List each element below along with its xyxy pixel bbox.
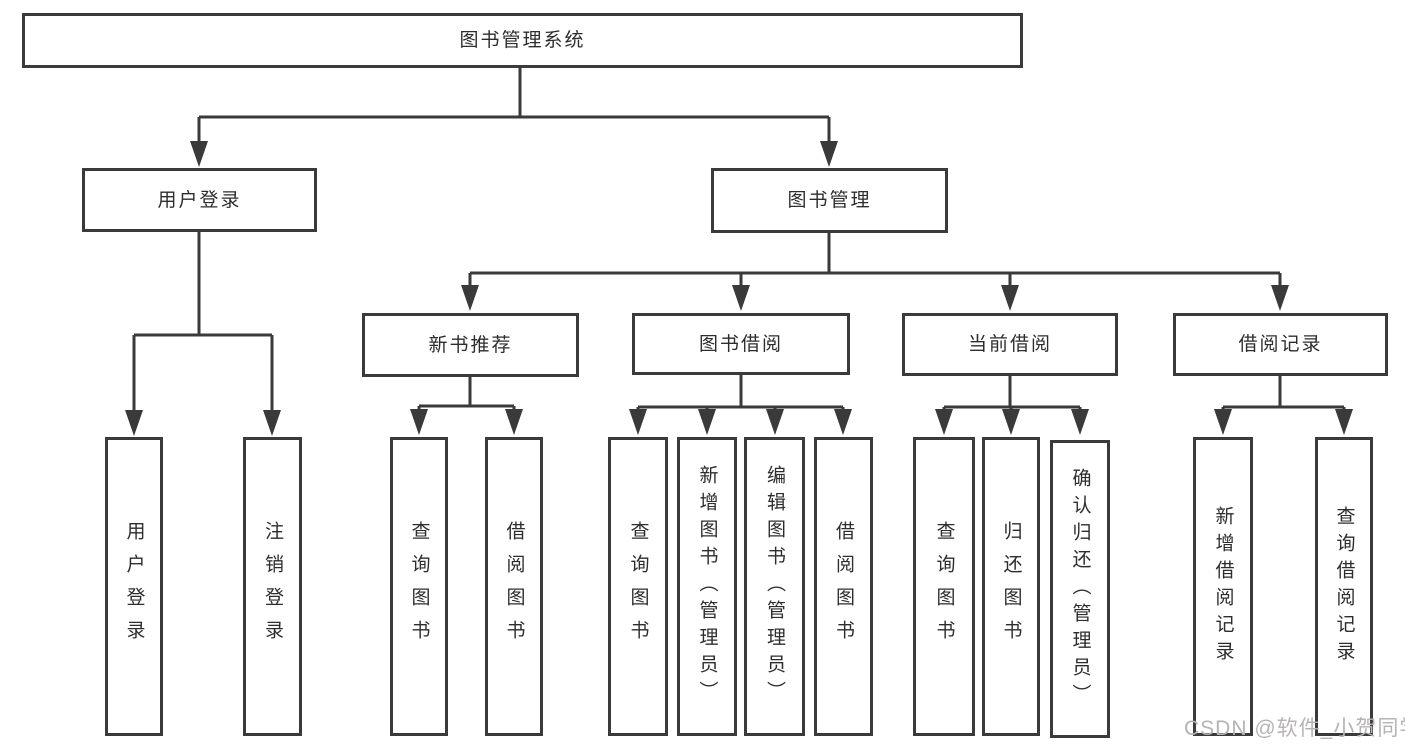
leaf-borrow-query-books-label: 查询图书 [627, 520, 649, 653]
leaf-logout-login: 注销登录 [243, 437, 302, 736]
leaf-current-return-books-label: 归还图书 [1000, 520, 1022, 653]
leaf-user-login-label: 用户登录 [123, 520, 145, 653]
node-library-management-system: 图书管理系统 [22, 13, 1023, 68]
leaf-records-query-borrow-record: 查询借阅记录 [1315, 437, 1373, 736]
node-new-book-recommendation: 新书推荐 [362, 313, 579, 377]
leaf-newrec-borrow-books: 借阅图书 [485, 437, 543, 736]
leaf-newrec-query-books-label: 查询图书 [408, 520, 430, 653]
csdn-watermark: CSDN @软件_小贺同学 [1184, 717, 1405, 740]
leaf-borrow-add-books-admin-label: 新增图书（管理员） [696, 465, 718, 708]
leaf-borrow-borrow-books-label: 借阅图书 [833, 520, 854, 653]
node-user-login: 用户登录 [82, 168, 317, 232]
leaf-records-query-borrow-record-label: 查询借阅记录 [1333, 505, 1355, 668]
node-book-borrowing: 图书借阅 [632, 313, 850, 375]
leaf-borrow-edit-books-admin-label: 编辑图书（管理员） [764, 465, 785, 708]
leaf-user-login: 用户登录 [105, 437, 163, 736]
leaf-newrec-query-books: 查询图书 [390, 437, 448, 736]
leaf-current-query-books: 查询图书 [913, 437, 975, 736]
leaf-borrow-add-books-admin: 新增图书（管理员） [677, 437, 737, 736]
leaf-borrow-query-books: 查询图书 [608, 437, 668, 736]
leaf-borrow-borrow-books: 借阅图书 [814, 437, 873, 736]
leaf-current-query-books-label: 查询图书 [933, 520, 955, 653]
leaf-current-confirm-return-admin-label: 确认归还（管理员） [1069, 467, 1091, 711]
leaf-newrec-borrow-books-label: 借阅图书 [503, 520, 525, 653]
leaf-records-add-borrow-record: 新增借阅记录 [1193, 437, 1253, 736]
leaf-logout-login-label: 注销登录 [262, 520, 283, 653]
leaf-records-add-borrow-record-label: 新增借阅记录 [1212, 505, 1234, 668]
leaf-borrow-edit-books-admin: 编辑图书（管理员） [744, 437, 805, 736]
node-book-management: 图书管理 [711, 168, 948, 233]
node-current-borrowing: 当前借阅 [902, 313, 1118, 376]
node-borrowing-records: 借阅记录 [1173, 313, 1388, 376]
leaf-current-confirm-return-admin: 确认归还（管理员） [1050, 440, 1110, 738]
leaf-current-return-books: 归还图书 [982, 437, 1040, 736]
